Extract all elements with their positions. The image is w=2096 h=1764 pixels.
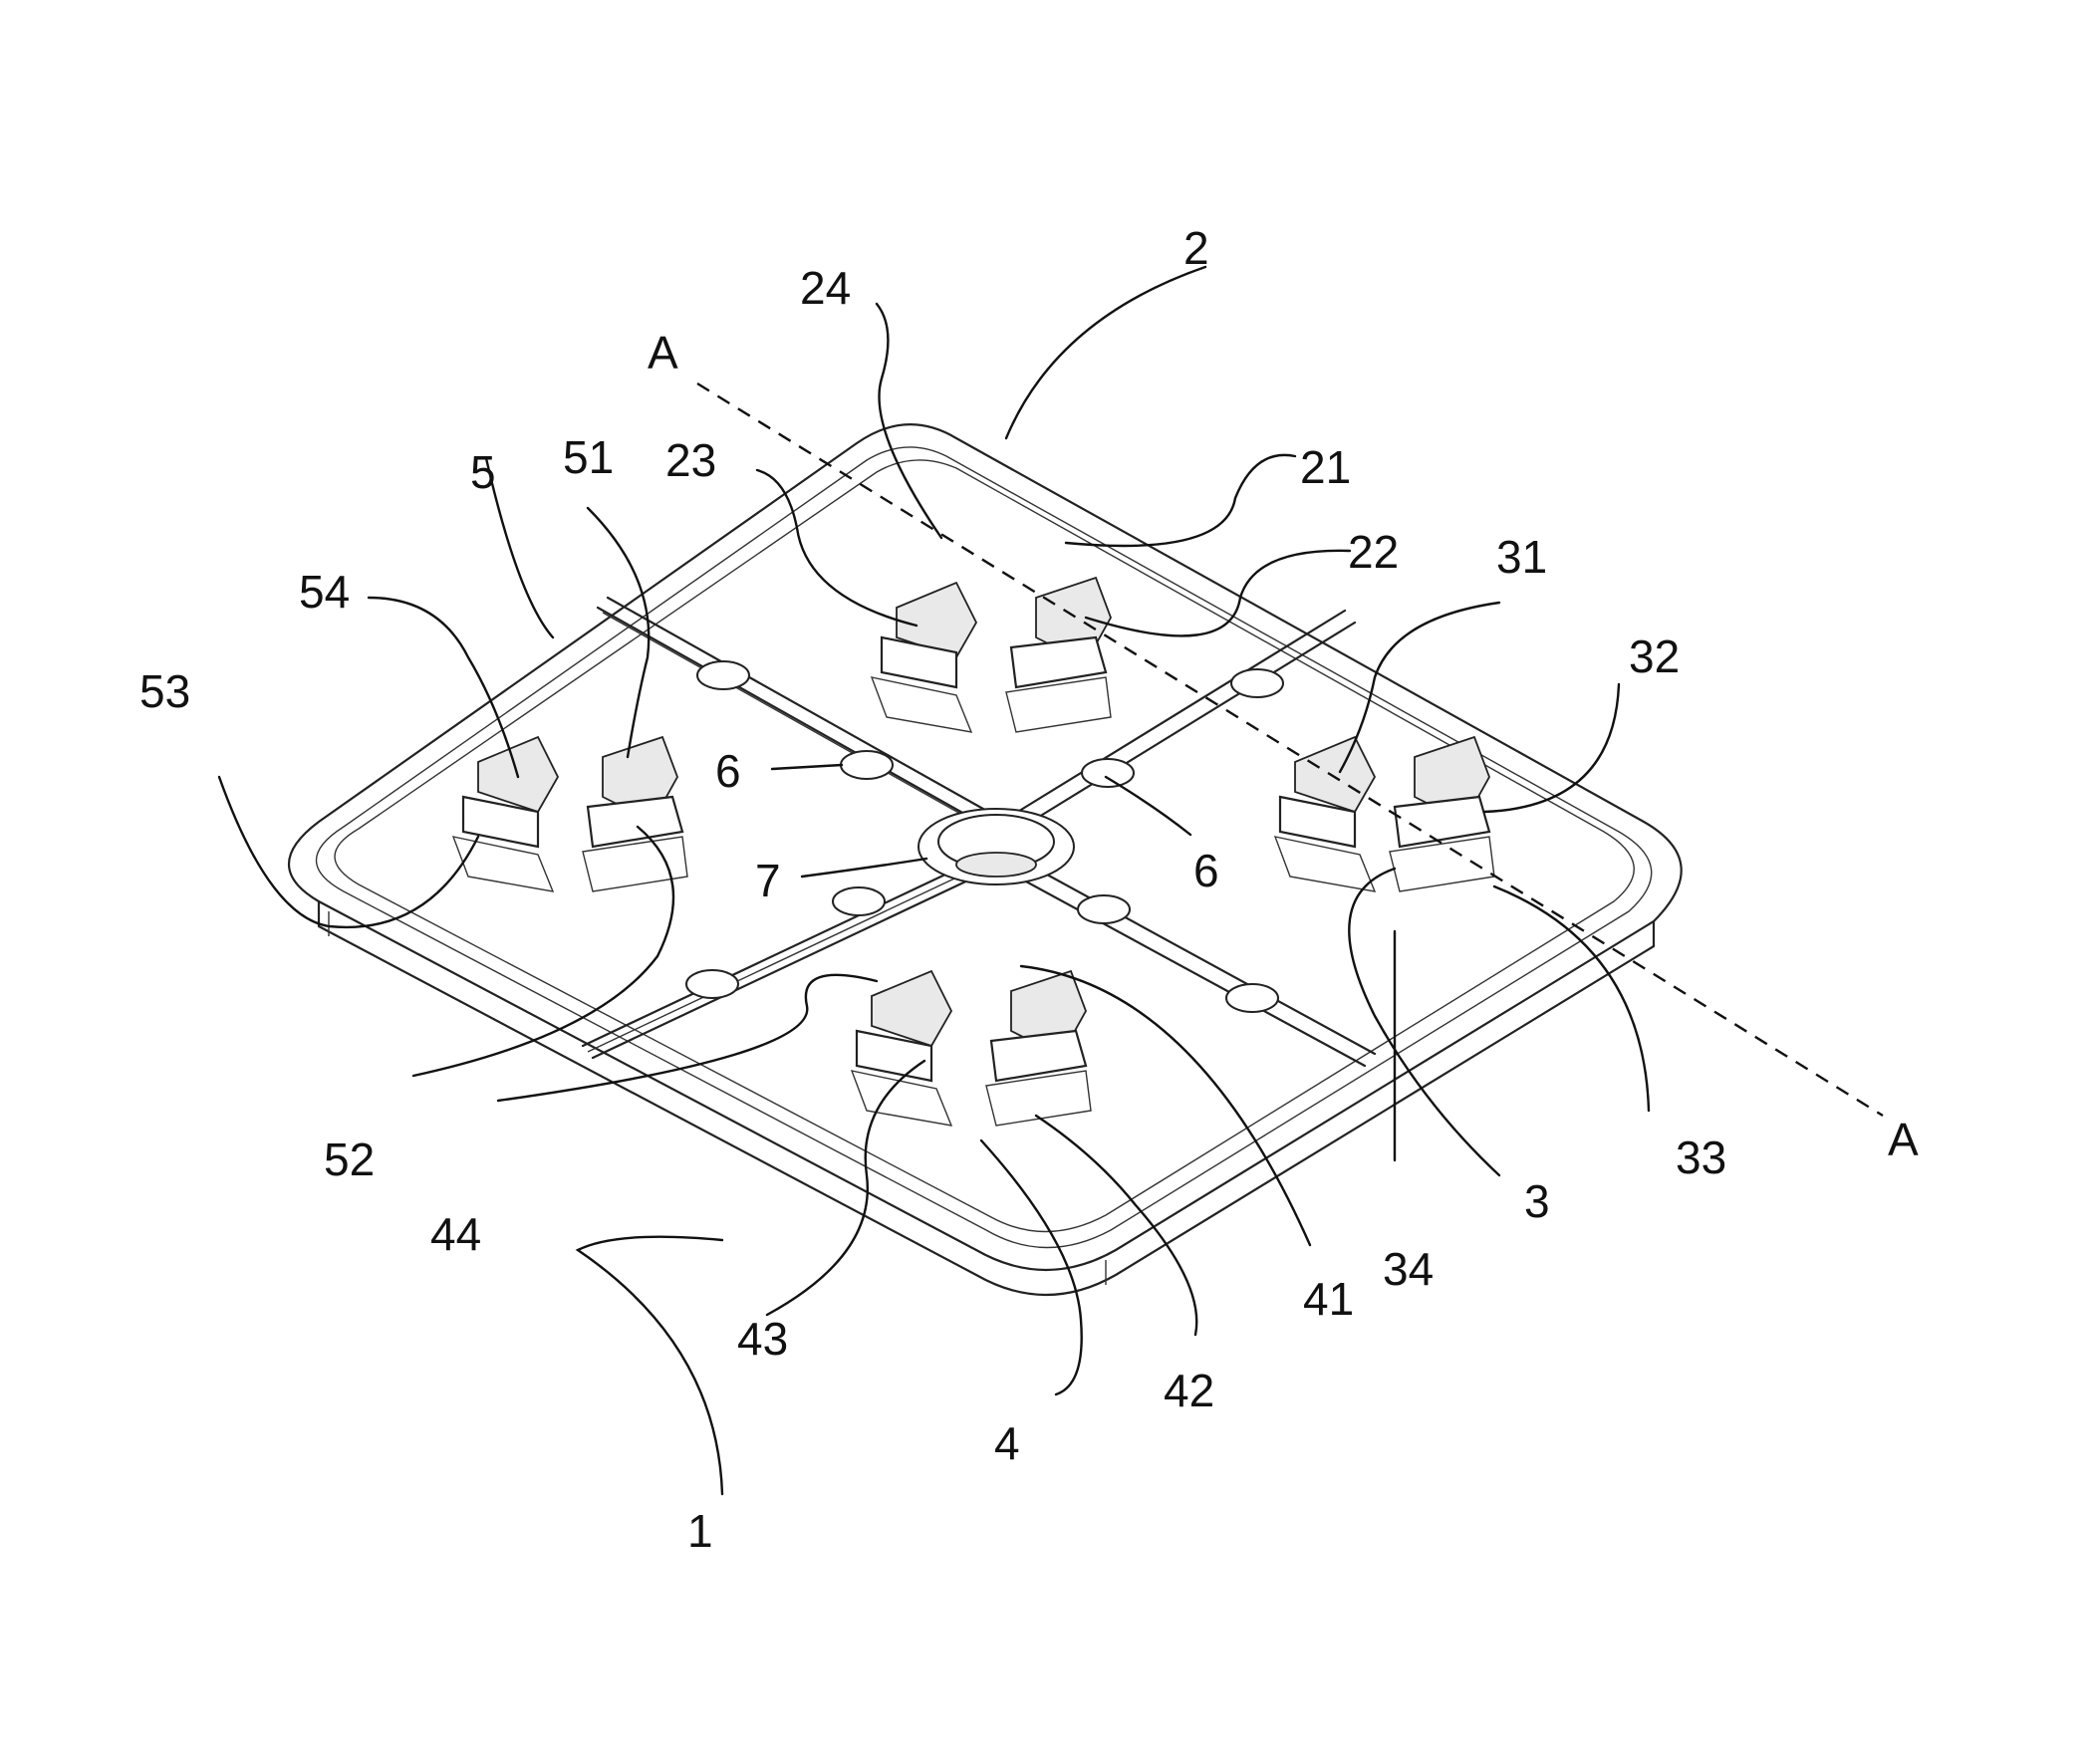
label-33: 33	[1676, 1132, 1726, 1183]
label-22: 22	[1348, 526, 1399, 578]
label-44: 44	[430, 1208, 481, 1260]
central-hub	[918, 809, 1074, 884]
label-24: 24	[800, 262, 851, 314]
label-1: 1	[687, 1505, 713, 1557]
label-21: 21	[1300, 441, 1351, 493]
label-32: 32	[1629, 630, 1680, 682]
label-4: 4	[994, 1417, 1020, 1469]
label-5: 5	[470, 446, 496, 498]
label-41: 41	[1303, 1273, 1354, 1325]
label-7: 7	[755, 855, 781, 906]
label-section-a-end: A	[1888, 1114, 1919, 1165]
label-31: 31	[1496, 531, 1547, 583]
label-54: 54	[299, 566, 350, 618]
label-6-right: 6	[1193, 845, 1219, 896]
label-52: 52	[324, 1134, 375, 1185]
label-43: 43	[737, 1313, 788, 1365]
label-53: 53	[139, 665, 190, 717]
label-23: 23	[665, 434, 716, 486]
label-51: 51	[563, 431, 614, 483]
label-34: 34	[1383, 1243, 1434, 1295]
label-42: 42	[1164, 1365, 1214, 1416]
label-3: 3	[1524, 1175, 1550, 1227]
label-2: 2	[1183, 222, 1209, 274]
label-6-left: 6	[715, 745, 741, 797]
label-section-a-start: A	[648, 327, 678, 378]
